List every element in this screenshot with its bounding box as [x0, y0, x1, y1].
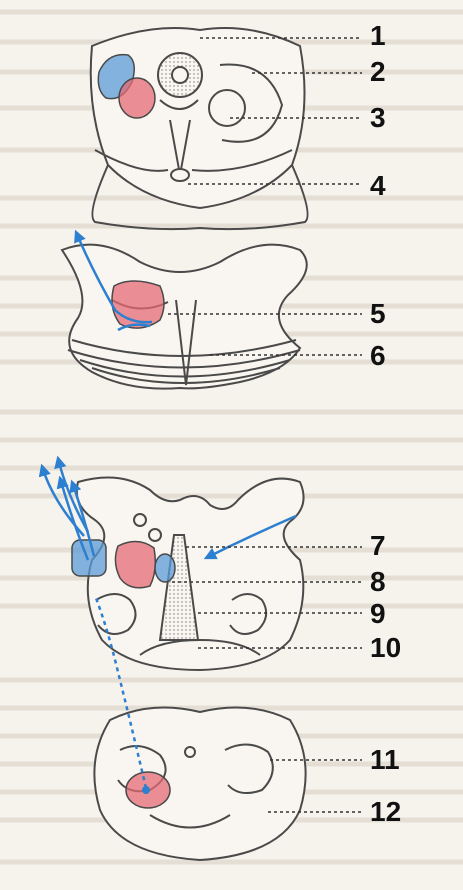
label-2: 2 — [370, 58, 386, 86]
label-9: 9 — [370, 600, 386, 628]
blue-nucleus-medulla — [155, 554, 175, 582]
red-nucleus-midbrain — [119, 78, 155, 118]
label-11: 11 — [370, 746, 400, 774]
label-7: 7 — [370, 532, 386, 560]
label-5: 5 — [370, 300, 386, 328]
section-pons — [62, 245, 307, 389]
label-10: 10 — [370, 634, 401, 662]
label-3: 3 — [370, 104, 386, 132]
label-6: 6 — [370, 342, 386, 370]
red-region-medulla — [115, 541, 155, 587]
label-1: 1 — [370, 22, 386, 50]
label-12: 12 — [370, 798, 401, 826]
label-4: 4 — [370, 172, 386, 200]
section-medulla — [77, 478, 304, 671]
blue-region-medulla-left — [72, 540, 106, 576]
section-lower-medulla — [94, 708, 305, 861]
label-8: 8 — [370, 568, 386, 596]
